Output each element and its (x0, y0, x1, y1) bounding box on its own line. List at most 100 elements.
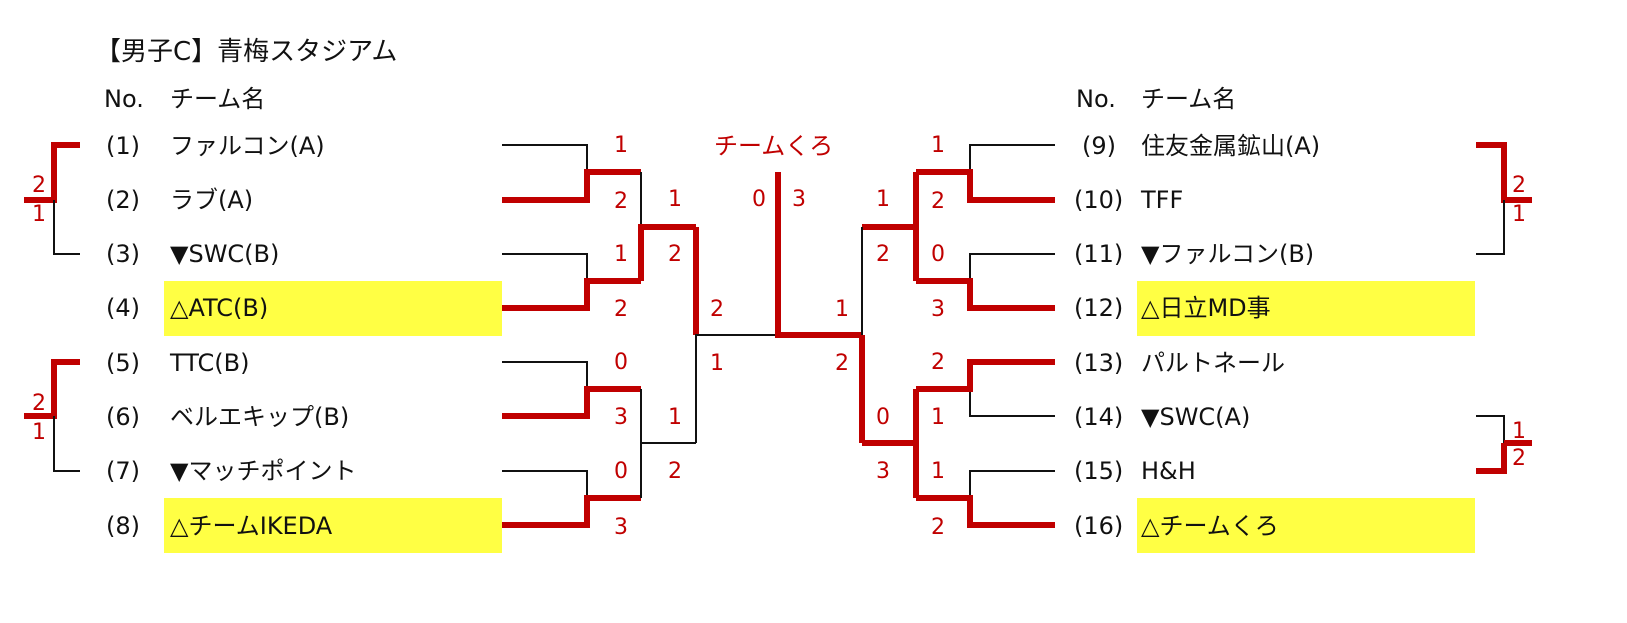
left-team-no: (1) (106, 132, 140, 160)
score-right-r1: 2 (931, 350, 945, 375)
score-right-r1: 0 (931, 242, 945, 267)
bracket-line-right-r1-b-loser (969, 253, 1055, 281)
bracket-line-left-r1-c-loser (502, 361, 588, 389)
score-left-r2: 2 (668, 459, 682, 484)
score-right-r1: 1 (931, 133, 945, 158)
left-team-no: (2) (106, 186, 140, 214)
score-right-side: 2 (1512, 446, 1526, 471)
left-team-name: ▼SWC(B) (170, 240, 280, 268)
score-right-r1: 1 (931, 405, 945, 430)
score-left-r1: 2 (614, 189, 628, 214)
score-right-side: 1 (1512, 419, 1526, 444)
score-left-side: 1 (32, 420, 46, 445)
bracket-line-left-r1-c-winner (502, 386, 641, 419)
score-left-r2: 2 (668, 242, 682, 267)
score-left-r1: 0 (614, 459, 628, 484)
right-team-no: (9) (1082, 132, 1116, 160)
score-right-r1: 1 (931, 459, 945, 484)
bracket-line-right-side-bottom-loser (1476, 415, 1505, 443)
left-team-no: (3) (106, 240, 140, 268)
bracket-line-left-r1-a-loser (502, 144, 588, 172)
score-right-r1: 2 (931, 189, 945, 214)
right-team-no: (13) (1074, 349, 1124, 377)
bracket-line-left-side-top-loser (53, 200, 80, 255)
score-right-side: 1 (1512, 202, 1526, 227)
score-left-r1: 0 (614, 350, 628, 375)
score-right-r1: 2 (931, 515, 945, 540)
right-team-name: H&H (1141, 457, 1196, 485)
bracket-line-right-r1-d-loser (969, 470, 1055, 498)
bracket-line-right-side-bottom-winner (1476, 443, 1507, 474)
right-team-header: チーム名 (1141, 85, 1237, 113)
score-right-r2: 0 (876, 405, 890, 430)
score-left-r2: 1 (668, 405, 682, 430)
right-team-no: (16) (1074, 512, 1124, 540)
bracket-line-right-side-top-winner (1476, 142, 1532, 203)
right-team-no: (14) (1074, 403, 1124, 431)
right-team-no: (12) (1074, 294, 1124, 322)
bracket-line-right-r1-d-winner (916, 495, 1055, 528)
score-right-r2: 1 (876, 187, 890, 212)
bracket-line-right-side-top-loser (1476, 200, 1505, 255)
left-team-no: (4) (106, 294, 140, 322)
right-team-name: △チームくろ (1141, 512, 1279, 540)
score-left-r3: 2 (710, 297, 724, 322)
left-team-name: ラブ(A) (170, 186, 254, 214)
right-no-header: No. (1076, 85, 1116, 113)
score-left-r3: 1 (710, 351, 724, 376)
bracket-line-left-r1-d-winner (502, 495, 641, 528)
right-team-name: ▼SWC(A) (1141, 403, 1251, 431)
highlight-team-4 (164, 281, 502, 336)
right-team-name: ▼ファルコン(B) (1141, 240, 1315, 268)
right-team-name: TFF (1141, 186, 1184, 214)
bracket-line-left-r2-a-winner (638, 224, 696, 281)
page-title: 【男子C】青梅スタジアム (95, 37, 398, 67)
bracket-line-left-r1-d-loser (502, 470, 588, 498)
bracket-line-left-r3-loser (695, 334, 778, 443)
score-left-r1: 2 (614, 297, 628, 322)
left-team-name: △チームIKEDA (170, 512, 333, 540)
score-left-side: 2 (32, 391, 46, 416)
left-no-header: No. (104, 85, 144, 113)
bracket-line-right-r1-c-loser (969, 389, 1055, 417)
right-team-no: (15) (1074, 457, 1124, 485)
score-final-left: 0 (752, 187, 766, 212)
bracket-line-final-winner (775, 172, 862, 338)
highlight-team-16 (1137, 498, 1475, 553)
score-right-r2: 2 (876, 242, 890, 267)
score-left-r1: 1 (614, 133, 628, 158)
highlight-team-8 (164, 498, 502, 553)
left-team-no: (6) (106, 403, 140, 431)
champion-label: チームくろ (714, 132, 834, 160)
score-right-r2: 3 (876, 459, 890, 484)
score-right-r1: 3 (931, 297, 945, 322)
right-team-name: 住友金属鉱山(A) (1141, 132, 1321, 160)
score-left-side: 1 (32, 202, 46, 227)
left-team-no: (5) (106, 349, 140, 377)
right-team-name: パルトネール (1141, 349, 1285, 377)
left-team-no: (8) (106, 512, 140, 540)
highlight-team-12 (1137, 281, 1475, 336)
left-team-name: ▼マッチポイント (170, 457, 357, 485)
score-left-r2: 1 (668, 187, 682, 212)
bracket-line-right-r1-b-winner (916, 278, 1055, 311)
score-right-side: 2 (1512, 173, 1526, 198)
left-team-name: TTC(B) (170, 349, 250, 377)
score-final-right: 3 (792, 187, 806, 212)
bracket-line-left-side-bottom-winner (24, 359, 80, 419)
right-team-no: (10) (1074, 186, 1124, 214)
score-left-r1: 3 (614, 515, 628, 540)
bracket-line-right-r1-a-loser (969, 144, 1055, 172)
left-team-header: チーム名 (170, 85, 266, 113)
score-left-r1: 3 (614, 405, 628, 430)
bracket-line-left-side-bottom-loser (53, 416, 80, 472)
score-left-side: 2 (32, 173, 46, 198)
left-team-no: (7) (106, 457, 140, 485)
right-team-no: (11) (1074, 240, 1124, 268)
bracket-line-left-side-top-winner (24, 142, 80, 203)
bracket-line-left-r1-b-winner (502, 278, 641, 311)
score-right-r3: 2 (835, 351, 849, 376)
score-right-r3: 1 (835, 297, 849, 322)
left-team-name: ベルエキップ(B) (170, 403, 350, 431)
